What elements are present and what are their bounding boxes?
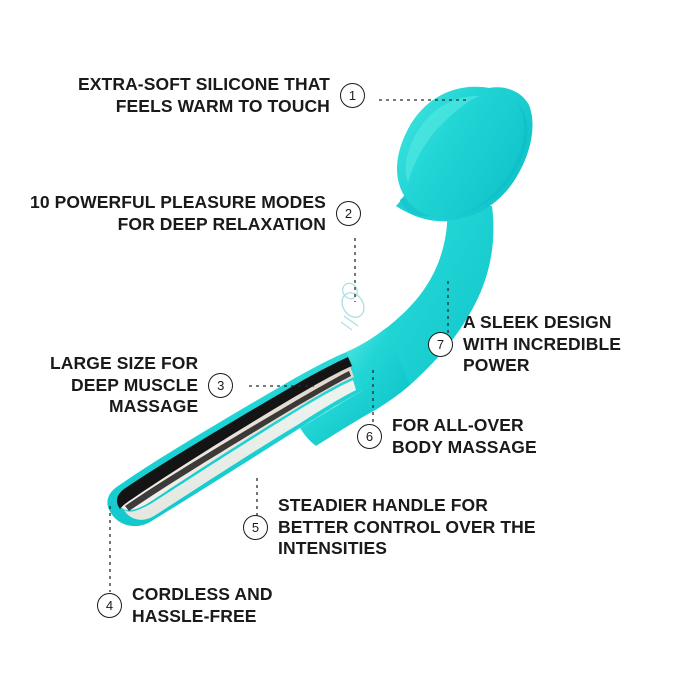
callout-2-label: 10 POWERFUL PLEASURE MODES FOR DEEP RELA… — [30, 192, 326, 234]
control-button[interactable] — [338, 281, 369, 331]
handle-inlay-shadow-line — [125, 371, 351, 511]
callout-steadier-handle[interactable]: 5 STEADIER HANDLE FOR BETTER CONTROL OVE… — [243, 495, 536, 560]
handle-top-edge — [116, 357, 352, 509]
callout-marker-5[interactable]: 5 — [243, 515, 268, 541]
callout-5-label: STEADIER HANDLE FOR BETTER CONTROL OVER … — [278, 495, 536, 559]
callout-marker-7[interactable]: 7 — [428, 332, 453, 358]
callout-sleek-design-power[interactable]: 7 A SLEEK DESIGN WITH INCREDIBLE POWER — [428, 312, 621, 377]
callout-1-label: EXTRA-SOFT SILICONE THAT FEELS WARM TO T… — [78, 74, 330, 116]
callout-marker-6[interactable]: 6 — [357, 424, 382, 450]
callout-large-size-deep-muscle[interactable]: LARGE SIZE FOR DEEP MUSCLE MASSAGE 3 — [50, 353, 234, 418]
callout-pleasure-modes[interactable]: 10 POWERFUL PLEASURE MODES FOR DEEP RELA… — [30, 192, 361, 235]
callout-3-label: LARGE SIZE FOR DEEP MUSCLE MASSAGE — [50, 353, 199, 417]
callout-marker-3[interactable]: 3 — [208, 373, 234, 399]
body-lower-curve — [300, 388, 368, 446]
callout-marker-1[interactable]: 1 — [339, 83, 365, 109]
callout-extra-soft-silicone[interactable]: EXTRA-SOFT SILICONE THAT FEELS WARM TO T… — [78, 74, 365, 117]
body-handle-junction — [346, 328, 410, 414]
callout-marker-4[interactable]: 4 — [97, 593, 122, 619]
callout-marker-2[interactable]: 2 — [335, 201, 361, 227]
leader-lines — [109, 99, 470, 592]
callout-all-over-body-massage[interactable]: 6 FOR ALL-OVER BODY MASSAGE — [357, 415, 537, 458]
callout-7-label: A SLEEK DESIGN WITH INCREDIBLE POWER — [463, 312, 622, 376]
handle-inlay-face — [124, 380, 356, 520]
callout-4-label: CORDLESS AND HASSLE-FREE — [132, 584, 273, 626]
callout-6-label: FOR ALL-OVER BODY MASSAGE — [392, 415, 537, 457]
head-bulb-highlight — [405, 95, 479, 183]
callout-cordless-hassle-free[interactable]: 4 CORDLESS AND HASSLE-FREE — [97, 584, 273, 627]
